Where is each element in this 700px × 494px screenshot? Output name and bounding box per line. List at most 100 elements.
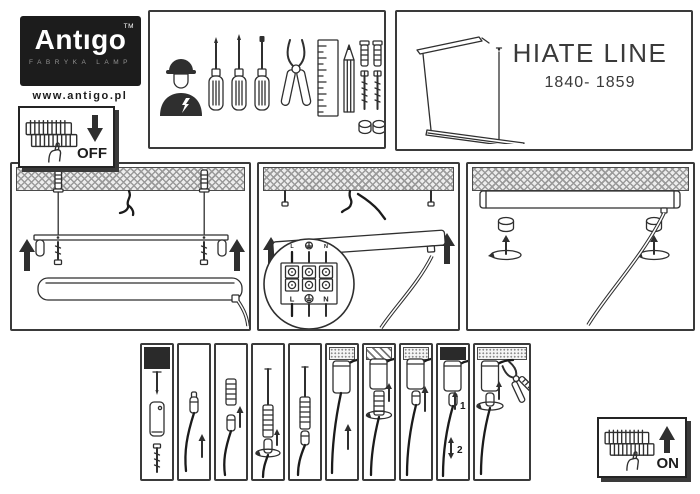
suspension-cylinder (332, 360, 351, 394)
threaded-stem (262, 404, 274, 438)
feed-cable-illustration (330, 358, 357, 475)
step-panel-feed-cable (325, 343, 359, 481)
step-panel-wiring: L N L (257, 162, 460, 331)
gripper-parts-illustration (149, 371, 165, 473)
arrow-up-icon (421, 386, 429, 412)
threaded-stem (373, 390, 385, 416)
ruler-icon (317, 39, 339, 117)
screw-gripper-illustration (365, 357, 394, 477)
screwdriver-icon (231, 34, 247, 111)
live-label: L (290, 295, 295, 304)
wall-plug-icon (359, 40, 370, 67)
screw-icon (53, 241, 63, 266)
gripper-body (300, 430, 310, 446)
suspension-cylinder (406, 358, 425, 390)
cut-cable-illustration (476, 358, 529, 476)
cable (296, 443, 307, 477)
rotate-arrow-icon (636, 235, 670, 261)
step-panel-assembled (288, 343, 322, 481)
brand-name: Antıgo (34, 24, 127, 55)
electrician-icon (160, 59, 202, 116)
power-wire (118, 189, 135, 217)
cable (330, 391, 343, 475)
gripper-body (189, 396, 199, 414)
power-on-step: ON (597, 417, 687, 478)
power-off-step: OFF (18, 106, 115, 168)
step-number: 1 (460, 401, 466, 412)
screw-icon (281, 190, 289, 207)
cable (261, 453, 270, 479)
breaker-switch-icon (25, 119, 78, 163)
terminal-block (284, 265, 334, 292)
off-label: OFF (77, 145, 107, 162)
threaded-stem (225, 378, 237, 406)
step-panel-adjust-height: 1 2 (436, 343, 470, 481)
pliers-icon (280, 39, 312, 106)
ceiling-hatch (16, 167, 245, 191)
band-black (440, 347, 466, 360)
arrow-up-icon (198, 434, 206, 458)
wiring-illustration: L N L (263, 189, 455, 329)
ceiling-hatch (472, 167, 689, 191)
gripper-body (485, 392, 495, 407)
trademark-label: TM (123, 23, 134, 30)
gripper-body (411, 390, 421, 406)
push-gripper-illustration (405, 357, 431, 477)
step-panel-gripper-parts (140, 343, 174, 481)
step-panel-mount-bracket (10, 162, 251, 331)
cable-gripper-illustration (184, 391, 206, 473)
step-panel-fasten (466, 162, 695, 331)
tools-panel (148, 10, 386, 149)
rotate-arrow-icon (488, 235, 522, 261)
hand-icon (48, 142, 62, 163)
power-wire (340, 189, 387, 221)
pin-icon (152, 371, 162, 395)
arrow-up-icon (452, 391, 458, 410)
cable (479, 406, 492, 476)
suspension-cylinder (369, 358, 388, 390)
product-title: HIATE LINE 1840- 1859 (499, 38, 681, 92)
wall-plug-icon (52, 169, 64, 235)
hand-icon (626, 451, 639, 471)
wall-plug-icon (198, 169, 210, 235)
cap-nut-icon (497, 216, 515, 233)
adjust-height-illustration: 1 2 (441, 359, 468, 478)
pencil-icon (343, 44, 355, 113)
rotate-arrow-icon (365, 383, 393, 420)
brand-website: www.antigo.pl (32, 90, 128, 102)
screw-icon (152, 443, 162, 473)
cap-nut-icon (358, 119, 372, 135)
wall-plug-icon (372, 40, 383, 67)
product-name: HIATE LINE (512, 38, 668, 68)
arrow-up-icon (344, 424, 352, 450)
arrow-up-icon (19, 239, 35, 271)
thread-stem-illustration (223, 378, 244, 477)
brand-logo: Antıgo TM FABRYKA LAMP (20, 16, 141, 86)
breaker-switch-icon (604, 429, 655, 471)
band-ceiling (329, 347, 355, 360)
arrow-down-icon (87, 115, 103, 142)
threaded-stem (299, 396, 311, 430)
arrow-up-icon (229, 239, 245, 271)
fasten-illustration (479, 190, 681, 326)
step-panel-screw-gripper (362, 343, 396, 481)
cable (184, 411, 196, 473)
screw-icon (199, 241, 209, 266)
screwdriver-icon (254, 36, 270, 111)
earth-icon (304, 293, 314, 304)
canopy-bar (479, 190, 681, 214)
cable (369, 415, 381, 477)
arrow-up-icon (236, 406, 244, 428)
suspension-cable (586, 212, 666, 326)
cable (223, 429, 233, 477)
screw-icon (373, 70, 382, 110)
mount-bracket-illustration (19, 169, 249, 327)
cutting-pliers-icon (501, 360, 529, 403)
neutral-label: N (323, 295, 328, 304)
brand-tagline: FABRYKA LAMP (28, 59, 132, 66)
cap-nut-icon (372, 119, 384, 135)
screwdriver-icon (208, 37, 224, 111)
step-panel-thread-stem (214, 343, 248, 481)
gripper-body-icon (149, 401, 165, 437)
